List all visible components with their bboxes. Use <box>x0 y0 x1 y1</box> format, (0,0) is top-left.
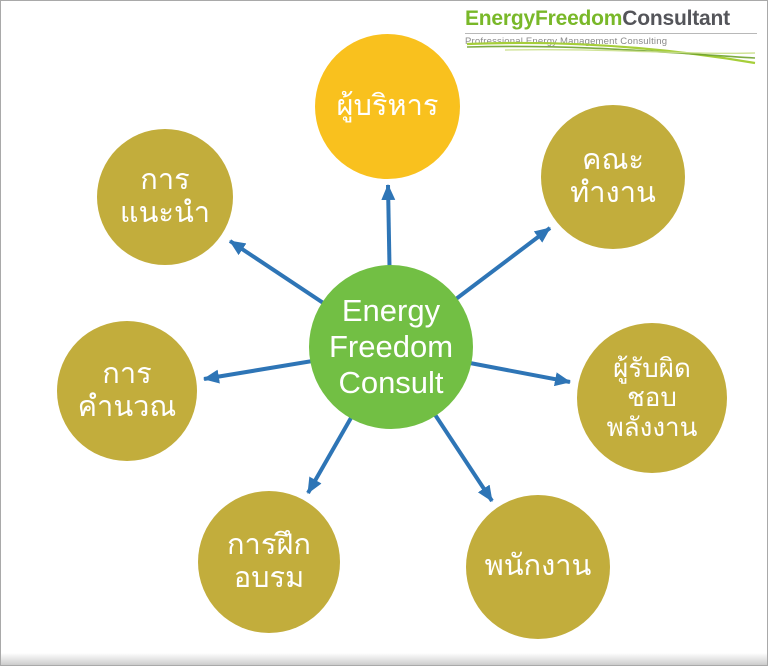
node-working-group: คณะ ทำงาน <box>541 105 685 249</box>
logo-swoosh-icon <box>466 41 756 65</box>
node-training: การฝึก อบรม <box>198 491 340 633</box>
center-node: Energy Freedom Consult <box>309 265 473 429</box>
brand-name-dark: Consultant <box>622 7 730 30</box>
logo: EnergyFreedomConsultant Profressional En… <box>465 7 757 65</box>
node-energy-responsible: ผู้รับผิด ชอบ พลังงาน <box>577 323 727 473</box>
node-recommendation: การ แนะนำ <box>97 129 233 265</box>
node-calculation: การ คำนวณ <box>57 321 197 461</box>
node-employees: พนักงาน <box>466 495 610 639</box>
brand-name: EnergyFreedomConsultant <box>465 7 757 30</box>
logo-divider <box>465 33 757 35</box>
bottom-edge-shadow <box>1 653 767 665</box>
node-executives: ผู้บริหาร <box>315 34 460 179</box>
logo-tagline: Profressional Energy Management Consulti… <box>465 36 668 48</box>
brand-name-green: EnergyFreedom <box>465 7 623 30</box>
